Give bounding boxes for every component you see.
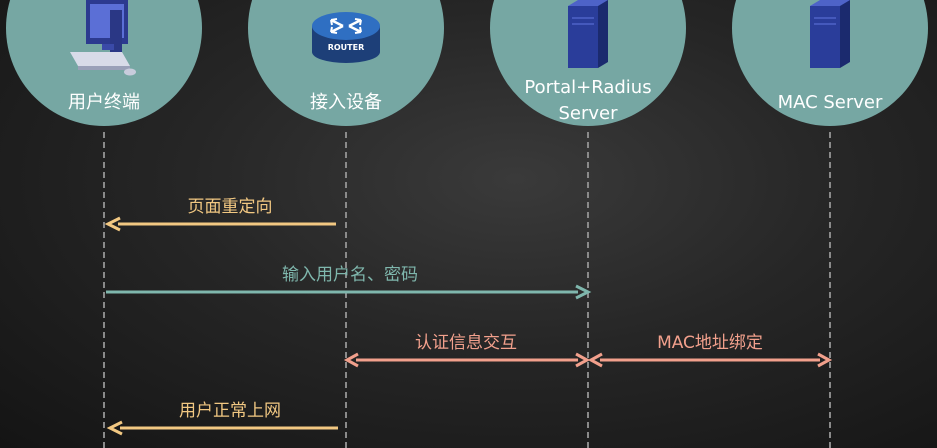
arrow-mac-binding <box>587 352 833 368</box>
participant-label: 用户终端 <box>68 92 140 113</box>
server-icon <box>810 0 850 68</box>
message-label-normal-internet: 用户正常上网 <box>179 401 281 421</box>
message-label-auth-exchange: 认证信息交互 <box>415 333 517 353</box>
arrow-normal-internet <box>106 420 338 436</box>
lifeline-mac-server <box>829 132 831 448</box>
message-label-mac-binding: MAC地址绑定 <box>657 333 763 353</box>
arrow-enter-credentials <box>106 284 592 300</box>
message-label-enter-credentials: 输入用户名、密码 <box>282 265 418 285</box>
participant-label: 接入设备 <box>310 92 382 113</box>
participant-label-text: Portal+Radius Server <box>524 77 652 124</box>
lifeline-access-device <box>345 132 347 448</box>
computer-icon <box>70 0 136 76</box>
lifeline-portal-radius-server <box>587 132 589 448</box>
arrow-page-redirect <box>104 216 336 232</box>
server-icon <box>568 0 608 68</box>
participant-portal-radius-server: Portal+Radius Server <box>490 0 686 126</box>
participant-access-device: ROUTER 接入设备 <box>248 0 444 126</box>
message-label-page-redirect: 页面重定向 <box>187 197 273 217</box>
router-icon: ROUTER <box>312 12 380 63</box>
lifeline-user-terminal <box>103 132 105 448</box>
arrow-auth-exchange <box>343 352 591 368</box>
participant-user-terminal: 用户终端 <box>6 0 202 126</box>
participant-label: Portal+Radius Server <box>490 75 686 127</box>
participant-mac-server: MAC Server <box>732 0 928 126</box>
router-icon-text: ROUTER <box>328 43 365 52</box>
participant-label: MAC Server <box>777 92 883 113</box>
